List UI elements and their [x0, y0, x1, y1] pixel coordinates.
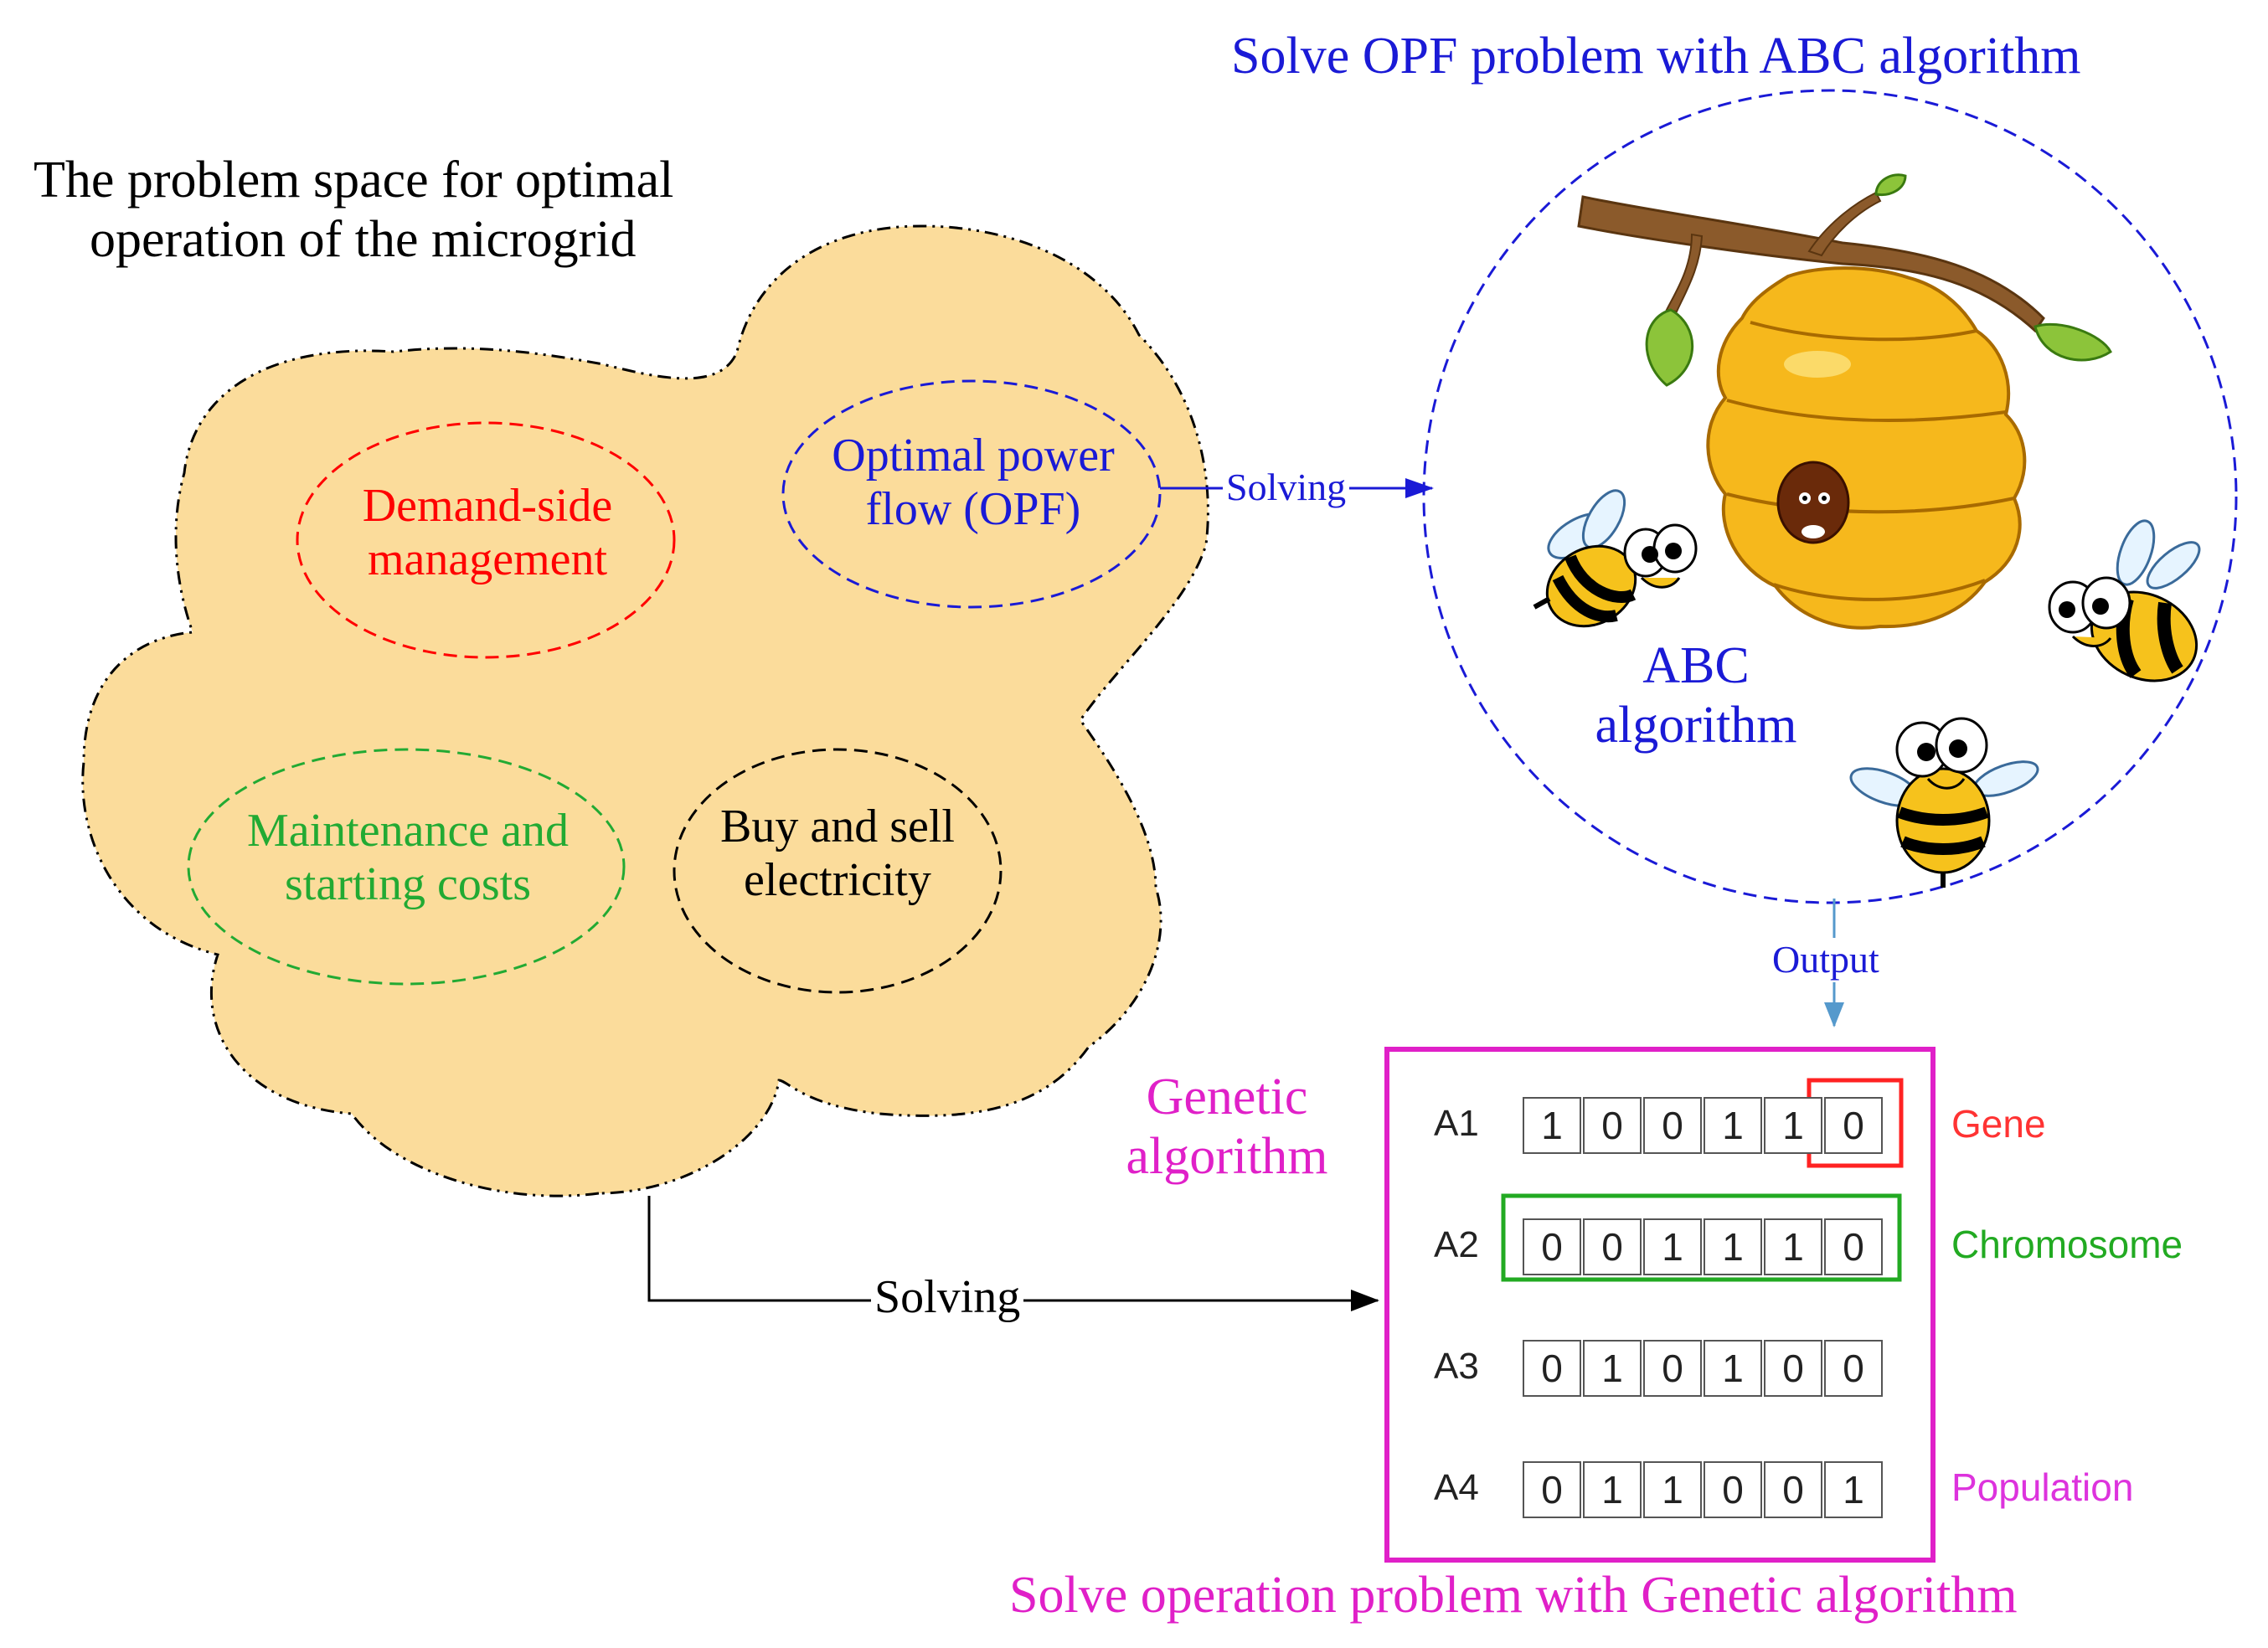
bit-cell: 0: [1523, 1340, 1581, 1397]
bit-cell: 1: [1764, 1097, 1822, 1154]
problem-space-title-line1: The problem space for optimal: [34, 152, 674, 209]
row-label-a4: A4: [1434, 1467, 1479, 1508]
bit-cell: 0: [1764, 1340, 1822, 1397]
abc-label-line2: algorithm: [1595, 697, 1797, 754]
gene-label: Gene: [1951, 1102, 2046, 1146]
genetic-label-line1: Genetic: [1146, 1069, 1308, 1125]
bit-cell: 1: [1704, 1218, 1762, 1275]
bee-icon: [1533, 489, 1698, 628]
problem-space-title-line2: operation of the microgrid: [90, 211, 637, 269]
chromosome-highlight-box: [1501, 1193, 1902, 1282]
maintenance-line1: Maintenance and: [246, 805, 570, 857]
demand-side-line2: management: [367, 533, 608, 586]
bit-cell: 0: [1583, 1097, 1642, 1154]
opf-line2: flow (OPF): [865, 483, 1081, 536]
bit-cell: 0: [1824, 1340, 1883, 1397]
genetic-label-line2: algorithm: [1126, 1128, 1328, 1186]
bit-cell: 0: [1824, 1218, 1883, 1275]
abc-circle: [1422, 89, 2238, 904]
abc-label-line1: ABC: [1642, 637, 1750, 694]
bit-cell: 1: [1583, 1340, 1642, 1397]
row-label-a3: A3: [1434, 1346, 1479, 1387]
maintenance-label: Maintenance and starting costs: [247, 804, 569, 912]
opf-line1: Optimal power: [832, 430, 1115, 482]
bit-cell: 1: [1704, 1097, 1762, 1154]
bit-cell: 0: [1583, 1218, 1642, 1275]
bit-cell: 0: [1824, 1097, 1883, 1154]
maintenance-line2: starting costs: [285, 858, 531, 911]
problem-space-title: The problem space for optimal operation …: [34, 151, 673, 270]
bit-cell: 1: [1824, 1461, 1883, 1518]
bee-icon: [1849, 717, 2039, 888]
abc-label: ABC algorithm: [1595, 636, 1796, 756]
bit-cell: 1: [1704, 1340, 1762, 1397]
bit-cell: 0: [1523, 1461, 1581, 1518]
row-label-a1: A1: [1434, 1103, 1479, 1144]
opf-label: Optimal power flow (OPF): [832, 429, 1114, 537]
beehive-icon: [1577, 173, 2112, 630]
bit-cell: 1: [1764, 1218, 1822, 1275]
abc-title: Solve OPF problem with ABC algorithm: [1231, 28, 2081, 85]
population-label: Population: [1951, 1465, 2134, 1509]
bit-cell: 0: [1523, 1218, 1581, 1275]
solving-label-black: Solving: [871, 1270, 1024, 1325]
solving-label-blue: Solving: [1223, 466, 1350, 510]
bit-cell: 1: [1643, 1461, 1702, 1518]
demand-side-line1: Demand-side: [362, 480, 613, 532]
row-label-a2: A2: [1434, 1224, 1479, 1265]
demand-side-label: Demand-side management: [363, 479, 613, 587]
bit-cell: 0: [1764, 1461, 1822, 1518]
bit-cell: 0: [1643, 1097, 1702, 1154]
problem-space-cloud: [81, 224, 1209, 1197]
bit-cell: 1: [1643, 1218, 1702, 1275]
buy-sell-label: Buy and sell electricity: [720, 800, 955, 908]
buy-sell-line1: Buy and sell: [720, 801, 955, 852]
bit-cell: 0: [1704, 1461, 1762, 1518]
genetic-label: Genetic algorithm: [1126, 1068, 1327, 1187]
buy-sell-line2: electricity: [744, 854, 931, 907]
opf-ellipse: [781, 379, 1162, 609]
bee-icon: [2048, 519, 2201, 682]
demand-side-ellipse: [296, 421, 676, 659]
buy-sell-ellipse: [673, 748, 1003, 994]
maintenance-ellipse: [187, 748, 626, 986]
bit-cell: 0: [1643, 1340, 1702, 1397]
bit-cell: 1: [1583, 1461, 1642, 1518]
bit-cell: 1: [1523, 1097, 1581, 1154]
output-label: Output: [1769, 938, 1883, 982]
genetic-title: Solve operation problem with Genetic alg…: [1009, 1567, 2018, 1624]
solving-arrow-black: [647, 1196, 1379, 1311]
chromosome-label: Chromosome: [1951, 1223, 2183, 1266]
